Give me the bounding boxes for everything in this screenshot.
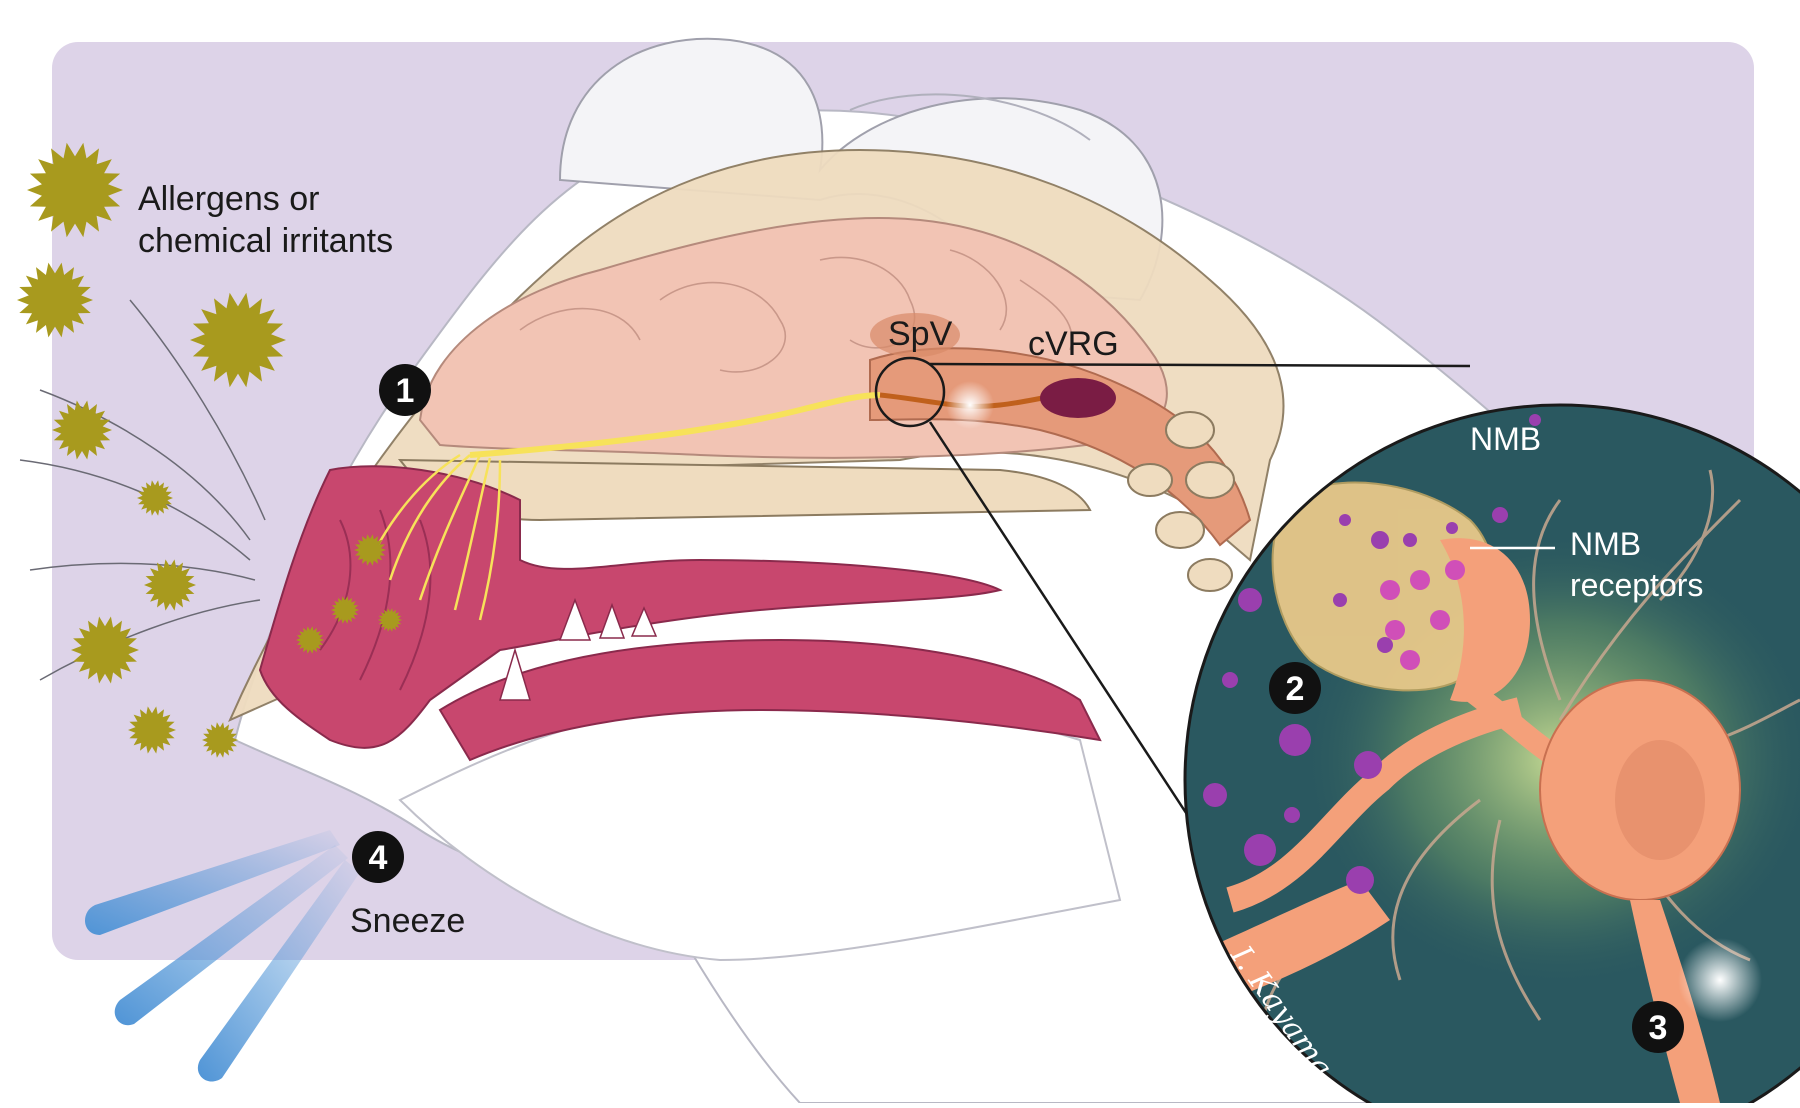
spv-highlight-circle <box>874 356 946 428</box>
allergen-particle <box>17 262 93 338</box>
neuron-inset <box>1183 403 1800 1108</box>
allergen-particle <box>202 722 238 758</box>
allergen-particle <box>52 400 112 460</box>
nmb-particle <box>1346 866 1374 894</box>
sneeze-label: Sneeze <box>350 902 465 940</box>
nmb-particle <box>1354 751 1382 779</box>
nmb-particles <box>1203 405 1541 894</box>
cvrg-region <box>1040 378 1116 418</box>
nmb-particle <box>1222 672 1238 688</box>
spv-region <box>870 313 960 357</box>
allergen-particle <box>354 534 386 566</box>
step-marker-1: 1 <box>379 364 431 416</box>
spv-label: SpV <box>888 315 953 353</box>
allergen-particle <box>296 626 324 654</box>
sneeze-jets <box>84 830 360 1082</box>
nmb-particle <box>1284 807 1300 823</box>
nmb-receptors-label-line2: receptors <box>1570 567 1703 603</box>
allergen-particle <box>378 608 402 632</box>
nmb-receptors <box>1380 560 1465 670</box>
allergen-particle <box>128 706 176 754</box>
svg-text:4: 4 <box>369 839 388 877</box>
zoom-line-top <box>929 362 1471 368</box>
nmb-particle <box>1446 522 1458 534</box>
allergen-particle <box>137 480 173 516</box>
allergens-label-line1: Allergens or <box>138 180 319 218</box>
vertebrae <box>1127 411 1235 592</box>
step-marker-4: 4 <box>352 831 404 883</box>
nmb-particle <box>1203 783 1227 807</box>
allergen-particle <box>27 142 123 238</box>
nmb-particle <box>1403 533 1417 547</box>
allergen-particle <box>331 596 359 624</box>
nmb-receptors-label-line1: NMB <box>1570 526 1641 562</box>
nmb-particle <box>1339 514 1351 526</box>
allergen-particle <box>71 616 139 684</box>
allergens-label-line2: chemical irritants <box>138 222 393 260</box>
oral-tissue <box>438 638 1102 762</box>
nmb-particle <box>1377 637 1393 653</box>
allergen-particle <box>144 559 196 611</box>
nmb-particle <box>1371 531 1389 549</box>
allergen-particles <box>17 142 402 758</box>
nmb-particle <box>1279 724 1311 756</box>
svg-text:1: 1 <box>396 372 415 410</box>
nmb-particle <box>1333 593 1347 607</box>
cvrg-label: cVRG <box>1028 325 1119 363</box>
nmb-particle <box>1492 507 1508 523</box>
step-marker-2: 2 <box>1269 662 1321 714</box>
allergen-particle <box>190 292 286 388</box>
nmb-particle <box>1238 588 1262 612</box>
nmb-particle <box>1529 414 1541 426</box>
nmb-particle <box>1244 834 1276 866</box>
nmb-label: NMB <box>1470 421 1541 457</box>
zoom-line-bottom <box>928 421 1232 881</box>
svg-text:2: 2 <box>1286 670 1305 708</box>
svg-text:3: 3 <box>1649 1009 1668 1047</box>
step-marker-3: 3 <box>1632 1001 1684 1053</box>
teeth <box>498 597 658 701</box>
